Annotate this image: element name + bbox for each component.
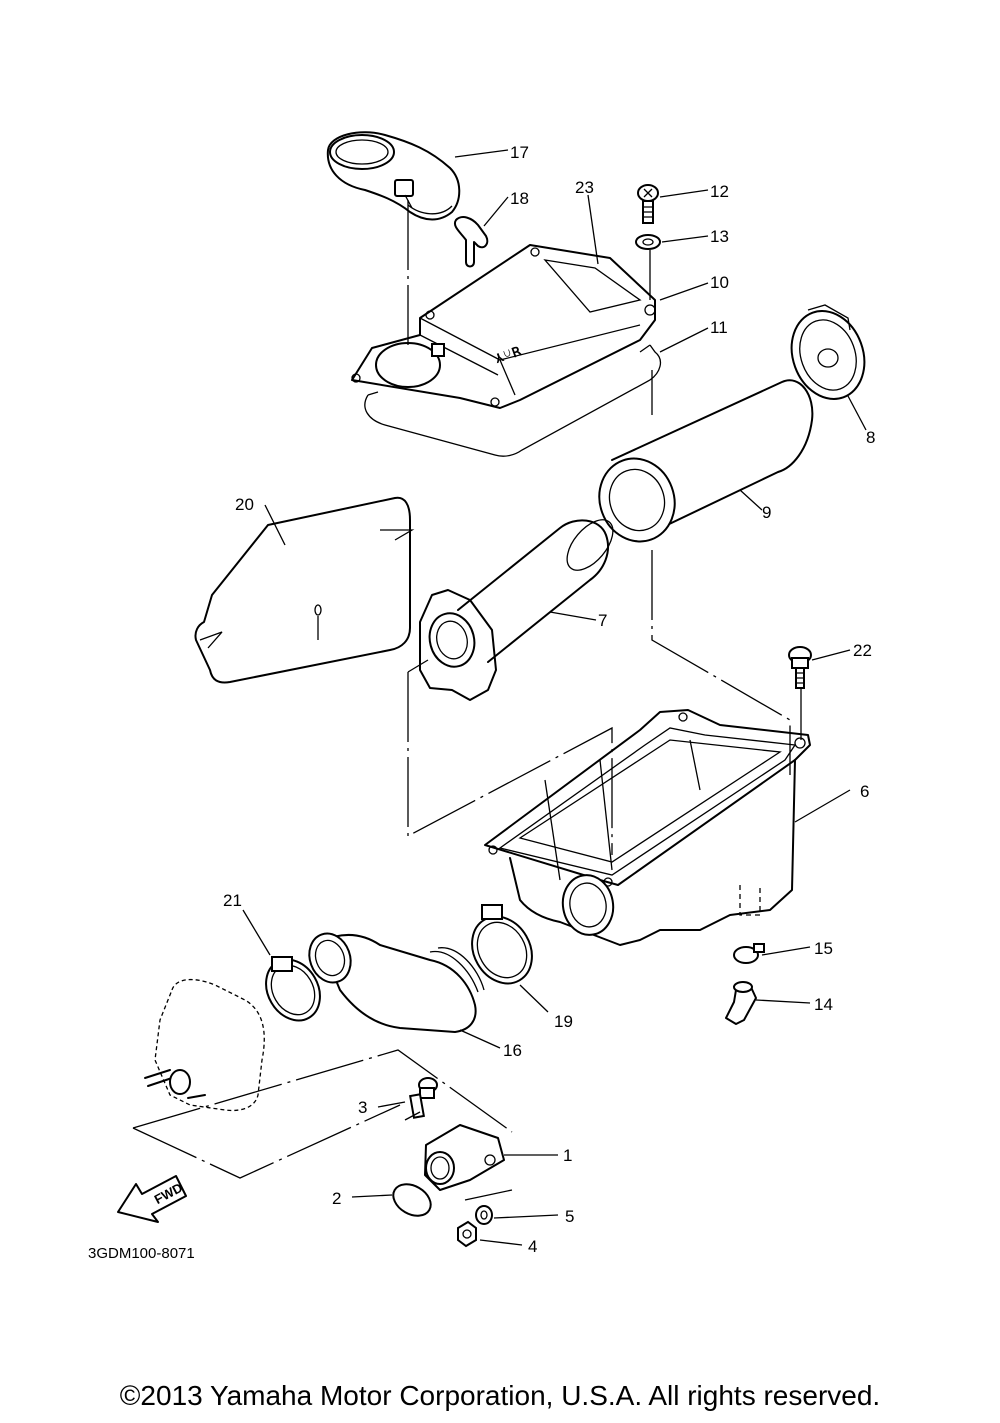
part-3-bolt — [409, 1077, 438, 1119]
label-16: 16 — [503, 1041, 522, 1060]
part-12-screw — [637, 184, 659, 224]
part-5-washer — [475, 1205, 493, 1225]
leader-lines — [242, 149, 867, 1246]
label-21: 21 — [223, 891, 242, 910]
label-14: 14 — [814, 995, 833, 1014]
part-4-nut — [457, 1220, 477, 1248]
label-19: 19 — [554, 1012, 573, 1031]
assembly-lines — [132, 200, 802, 1201]
part-13-washer — [635, 234, 661, 250]
label-20: 20 — [235, 495, 254, 514]
label-23: 23 — [575, 178, 594, 197]
label-4: 4 — [528, 1237, 537, 1256]
label-1: 1 — [563, 1146, 572, 1165]
part-2-o-ring — [392, 1183, 432, 1217]
label-2: 2 — [332, 1189, 341, 1208]
lid-marking: ꓤ∩Y — [492, 343, 524, 367]
part-20-plate — [194, 496, 415, 684]
carburetor-outline — [144, 978, 265, 1112]
part-19-clamp — [471, 904, 533, 985]
fwd-arrow-icon: FWD — [117, 1175, 187, 1223]
label-18: 18 — [510, 189, 529, 208]
label-7: 7 — [598, 611, 607, 630]
part-1-flange — [424, 1124, 505, 1191]
part-number-labels: 17 18 23 12 13 10 11 8 9 7 20 22 6 15 14… — [223, 143, 875, 1256]
part-14-drain-cap — [725, 981, 757, 1025]
part-22-bolt — [788, 646, 812, 689]
diagram-code: 3GDM100-8071 — [88, 1245, 195, 1262]
fwd-label: FWD — [152, 1180, 185, 1207]
label-12: 12 — [710, 182, 729, 201]
part-21-clamp — [265, 956, 321, 1022]
label-6: 6 — [860, 782, 869, 801]
label-13: 13 — [710, 227, 729, 246]
part-15-clip — [733, 943, 765, 964]
label-10: 10 — [710, 273, 729, 292]
part-11-gasket — [364, 344, 662, 457]
label-9: 9 — [762, 503, 771, 522]
part-7-filter-guide — [419, 519, 614, 701]
label-15: 15 — [814, 939, 833, 958]
part-23-case-lid: ꓤ∩Y — [351, 244, 656, 409]
part-8-end-cap — [790, 304, 866, 400]
part-6-case — [484, 709, 811, 946]
copyright-notice: ©2013 Yamaha Motor Corporation, U.S.A. A… — [119, 1380, 881, 1411]
label-22: 22 — [853, 641, 872, 660]
label-5: 5 — [565, 1207, 574, 1226]
part-9-filter-element — [598, 379, 814, 543]
part-17-intake-duct — [326, 131, 461, 221]
label-17: 17 — [510, 143, 529, 162]
part-18-hose — [454, 216, 489, 268]
part-16-joint — [308, 932, 485, 1033]
label-11: 11 — [710, 318, 728, 337]
label-8: 8 — [866, 428, 875, 447]
label-3: 3 — [358, 1098, 367, 1117]
